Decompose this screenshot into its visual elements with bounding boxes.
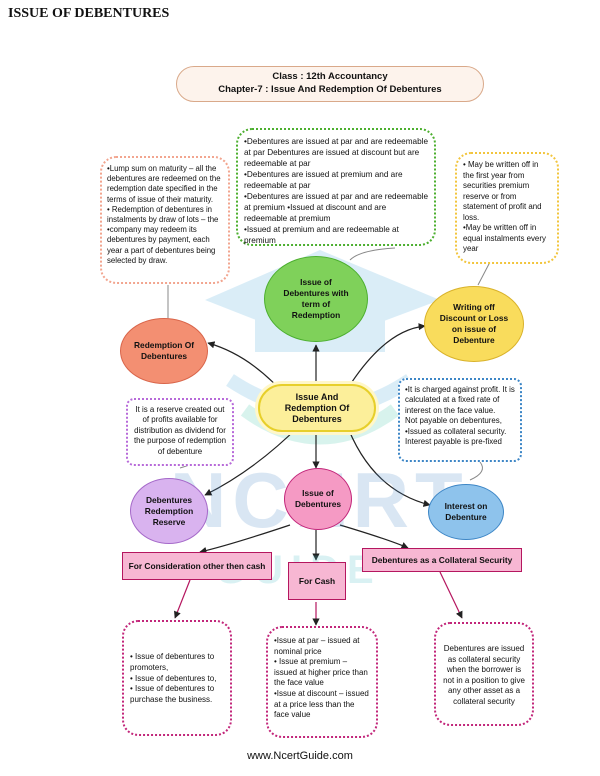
header-line-2: Chapter-7 : Issue And Redemption Of Debe… bbox=[218, 84, 442, 95]
link-interest-note bbox=[469, 461, 483, 481]
node-interest-label: Interest on Debenture bbox=[444, 501, 488, 522]
node-writing-off-label: Writing off Discount or Loss on issue of… bbox=[439, 302, 509, 345]
node-collateral-label: Debentures as a Collateral Security bbox=[371, 555, 513, 565]
node-term-of-redemption: Issue of Debentures with term of Redempt… bbox=[264, 256, 368, 342]
node-interest: Interest on Debenture bbox=[428, 484, 504, 540]
note-interest-item: •It is charged against profit. It is cal… bbox=[405, 385, 515, 415]
note-terms-item: •Debentures are issued at premium and ar… bbox=[244, 170, 403, 190]
note-collateral-text: Debentures are issued as collateral secu… bbox=[443, 644, 525, 706]
node-redemption: Redemption Of Debentures bbox=[120, 318, 208, 384]
node-consideration: For Consideration other then cash bbox=[122, 552, 272, 580]
node-issue-label: Issue of Debentures bbox=[294, 488, 342, 509]
node-issue: Issue of Debentures bbox=[284, 468, 352, 530]
note-redemption-methods: •Lump sum on maturity – all the debentur… bbox=[100, 156, 230, 284]
node-redemption-reserve: Debentures Redemption Reserve bbox=[130, 478, 208, 544]
link-collateral-note bbox=[439, 571, 463, 619]
footer-url: www.NcertGuide.com bbox=[247, 750, 353, 762]
note-terms-of-issue: •Debentures are issued at par and are re… bbox=[236, 128, 436, 246]
node-for-cash: For Cash bbox=[288, 562, 346, 600]
note-for-cash-item: •Issue at discount – issued at a price l… bbox=[274, 688, 369, 720]
header-line-1: Class : 12th Accountancy bbox=[272, 71, 388, 82]
note-interest-item: Interest payable is pre-fixed bbox=[405, 437, 502, 447]
note-redemption-item: • Redemption of debentures in instalment… bbox=[107, 204, 219, 265]
node-term-label: Issue of Debentures with term of Redempt… bbox=[283, 277, 349, 320]
page-title: ISSUE OF DEBENTURES bbox=[8, 6, 170, 21]
center-topic-label: Issue And Redemption Of Debentures bbox=[284, 391, 350, 424]
note-for-cash: •Issue at par – issued at nominal price … bbox=[266, 626, 378, 738]
node-redemption-label: Redemption Of Debentures bbox=[133, 340, 195, 361]
node-consideration-label: For Consideration other then cash bbox=[128, 561, 266, 571]
note-reserve-text: It is a reserve created out of profits a… bbox=[133, 405, 227, 456]
link-term-note bbox=[349, 247, 396, 261]
note-redemption-item: •Lump sum on maturity – all the debentur… bbox=[107, 164, 221, 204]
node-collateral: Debentures as a Collateral Security bbox=[362, 548, 522, 572]
note-interest-item: •Issued as collateral security. bbox=[405, 426, 507, 436]
node-for-cash-label: For Cash bbox=[298, 576, 336, 586]
note-reserve: It is a reserve created out of profits a… bbox=[126, 398, 234, 466]
note-for-cash-item: •Issue at par – issued at nominal price bbox=[274, 636, 360, 656]
note-interest-item: Not payable on debentures, bbox=[405, 416, 502, 426]
note-consideration: • Issue of debentures to promoters, • Is… bbox=[122, 620, 232, 736]
note-consideration-item: • Issue of debentures to purchase the bu… bbox=[130, 684, 215, 705]
node-reserve-label: Debentures Redemption Reserve bbox=[144, 494, 194, 527]
note-terms-item: •Issued at premium and are redeemable at… bbox=[244, 225, 399, 245]
note-terms-item: •Debentures are issued at par and are re… bbox=[244, 137, 429, 168]
link-consideration-note bbox=[174, 579, 191, 619]
arrow-to-writing-off bbox=[347, 323, 426, 389]
note-collateral: Debentures are issued as collateral secu… bbox=[434, 622, 534, 726]
note-writing-off: • May be written off in the first year f… bbox=[455, 152, 559, 264]
chapter-header: Class : 12th Accountancy Chapter-7 : Iss… bbox=[176, 66, 484, 102]
note-interest: •It is charged against profit. It is cal… bbox=[398, 378, 522, 462]
arrow-to-interest bbox=[344, 419, 431, 507]
arrow-to-reserve bbox=[204, 424, 301, 496]
arrow-issue-to-consideration bbox=[199, 524, 291, 555]
note-terms-item: •Debentures are issued at par and are re… bbox=[244, 192, 429, 223]
note-consideration-item: • Issue of debentures to promoters, bbox=[130, 652, 215, 672]
arrow-issue-to-collateral bbox=[339, 524, 409, 549]
node-writing-off: Writing off Discount or Loss on issue of… bbox=[424, 286, 524, 362]
note-writing-off-item: • May be written off in the first year f… bbox=[463, 160, 542, 222]
note-writing-off-item: •May be written off in equal instalments… bbox=[463, 223, 546, 253]
center-topic: Issue And Redemption Of Debentures bbox=[258, 384, 376, 432]
note-consideration-item: • Issue of debentures to, bbox=[130, 673, 217, 683]
note-for-cash-item: • Issue at premium – issued at higher pr… bbox=[274, 657, 368, 688]
link-writingoff-note bbox=[477, 261, 491, 286]
